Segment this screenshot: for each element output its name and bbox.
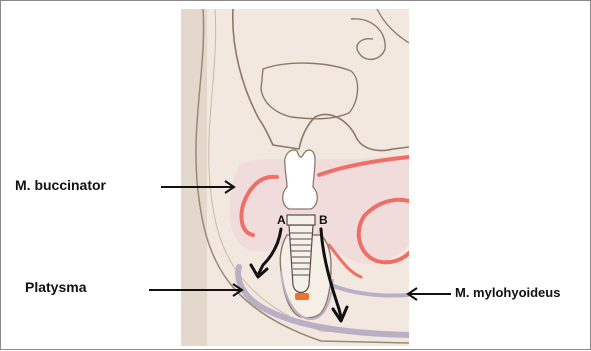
buccinator-label: M. buccinator bbox=[15, 177, 106, 193]
platysma-pointer-icon bbox=[149, 284, 242, 296]
platysma-label: Platysma bbox=[25, 279, 86, 295]
mylohyoideus-pointer-icon bbox=[408, 288, 451, 300]
mylohyoideus-label: M. mylohyoideus bbox=[455, 285, 560, 300]
buccinator-pointer-icon bbox=[161, 181, 234, 193]
